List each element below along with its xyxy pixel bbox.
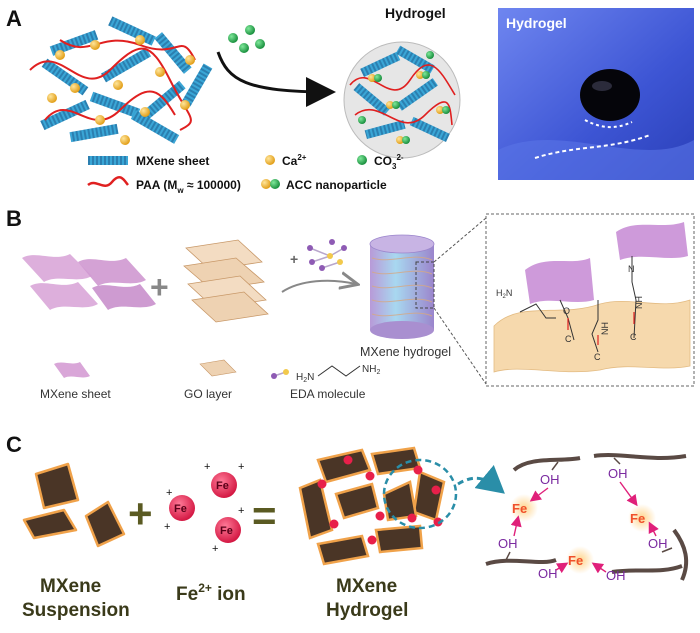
c-mxene-suspension-1: MXene: [40, 576, 101, 597]
c-mxene-hydrogel-2: Hydrogel: [326, 600, 408, 621]
panel-b: B + +: [6, 206, 695, 401]
legend-mxene-sheet: MXene sheet: [136, 154, 209, 168]
oh-label-4: OH: [648, 536, 668, 551]
fe-ion-label-2: Fe: [174, 503, 187, 515]
inset-nh: NH: [600, 322, 610, 335]
legend-co3: CO32-: [374, 153, 404, 171]
svg-text:+: +: [238, 505, 244, 517]
svg-text:+: +: [212, 543, 218, 555]
hydrogel-photo: Hydrogel: [498, 8, 694, 180]
photo-title: Hydrogel: [506, 15, 567, 31]
b-arrow: [281, 281, 356, 293]
c-dashed-arrow: [457, 464, 505, 494]
c-equals: =: [252, 492, 277, 539]
fe-label-3: Fe: [568, 553, 583, 568]
b-inset: H2N C O C NH C NH N: [485, 213, 695, 387]
mxene-hydrogel-network: [298, 446, 458, 566]
oh-label-1: OH: [540, 472, 560, 487]
inset-o: O: [563, 306, 570, 316]
panel-a-letter: A: [6, 6, 22, 31]
fe-ion-label-3: Fe: [220, 525, 233, 537]
panel-c-letter: C: [6, 432, 22, 457]
fe-ion-label-1: Fe: [216, 480, 229, 492]
inset-c-3: C: [630, 332, 637, 342]
c-fe-ion: Fe2+ ion: [176, 581, 246, 605]
eda-structure: H2N: [296, 372, 314, 384]
go-layers: [183, 239, 269, 323]
c-mxene-hydrogel-1: MXene: [336, 576, 397, 597]
fe-crosslink-schematic: Fe Fe Fe OH OH OH OH OH OH: [485, 453, 689, 583]
panel-b-letter: B: [6, 206, 22, 231]
oh-label-2: OH: [608, 466, 628, 481]
mxene-paa-ca-mixture: [29, 16, 213, 145]
mxene-flakes: [22, 462, 126, 548]
panel-a-legend: MXene sheet Ca2+ CO32- PAA (Mw ≈ 100000)…: [87, 153, 404, 195]
panel-c: C + Fe Fe Fe + + + + + + =: [6, 432, 689, 621]
inset-nh-right: NH: [634, 296, 644, 309]
co3-ions: [228, 25, 265, 53]
mxene-hydrogel-label: MXene hydrogel: [360, 345, 451, 359]
inset-n-top: N: [628, 264, 635, 274]
legend-ca: Ca2+: [282, 153, 307, 168]
svg-text:+: +: [204, 461, 210, 473]
panel-a: A: [6, 5, 694, 195]
fe-label-2: Fe: [630, 511, 645, 526]
fe-label-1: Fe: [512, 501, 527, 516]
oh-label-6: OH: [606, 568, 626, 583]
svg-text:+: +: [238, 461, 244, 473]
eda-cluster: +: [290, 239, 347, 271]
plus-sign-b: +: [150, 269, 169, 305]
legend-acc: ACC nanoparticle: [286, 178, 387, 192]
plus-sign-eda: +: [290, 251, 298, 267]
legend-b-mxene: MXene sheet: [40, 387, 111, 401]
oh-label-5: OH: [538, 566, 558, 581]
hydrogel-disk: [343, 41, 461, 159]
inset-h2n: H2N: [496, 288, 512, 300]
c-plus: +: [128, 490, 153, 537]
oh-label-3: OH: [498, 536, 518, 551]
mxene-sheets: [22, 254, 156, 310]
c-mxene-suspension-2: Suspension: [22, 600, 130, 621]
reaction-arrow: [216, 51, 336, 107]
legend-b-eda: EDA molecule: [290, 387, 366, 401]
legend-b-go: GO layer: [184, 387, 232, 401]
svg-text:+: +: [164, 521, 170, 533]
mxene-hydrogel-cylinder: [369, 234, 435, 339]
svg-text:+: +: [166, 487, 172, 499]
legend-paa: PAA (Mw ≈ 100000): [136, 178, 241, 195]
hydrogel-title: Hydrogel: [385, 5, 446, 21]
fe-ions: Fe Fe Fe + + + + + +: [164, 461, 244, 555]
panel-b-legend: MXene sheet GO layer H2N NH2 EDA molecul…: [40, 359, 380, 401]
inset-c-2: C: [594, 352, 601, 362]
inset-c-1: C: [565, 334, 572, 344]
eda-nh2: NH2: [362, 364, 380, 376]
